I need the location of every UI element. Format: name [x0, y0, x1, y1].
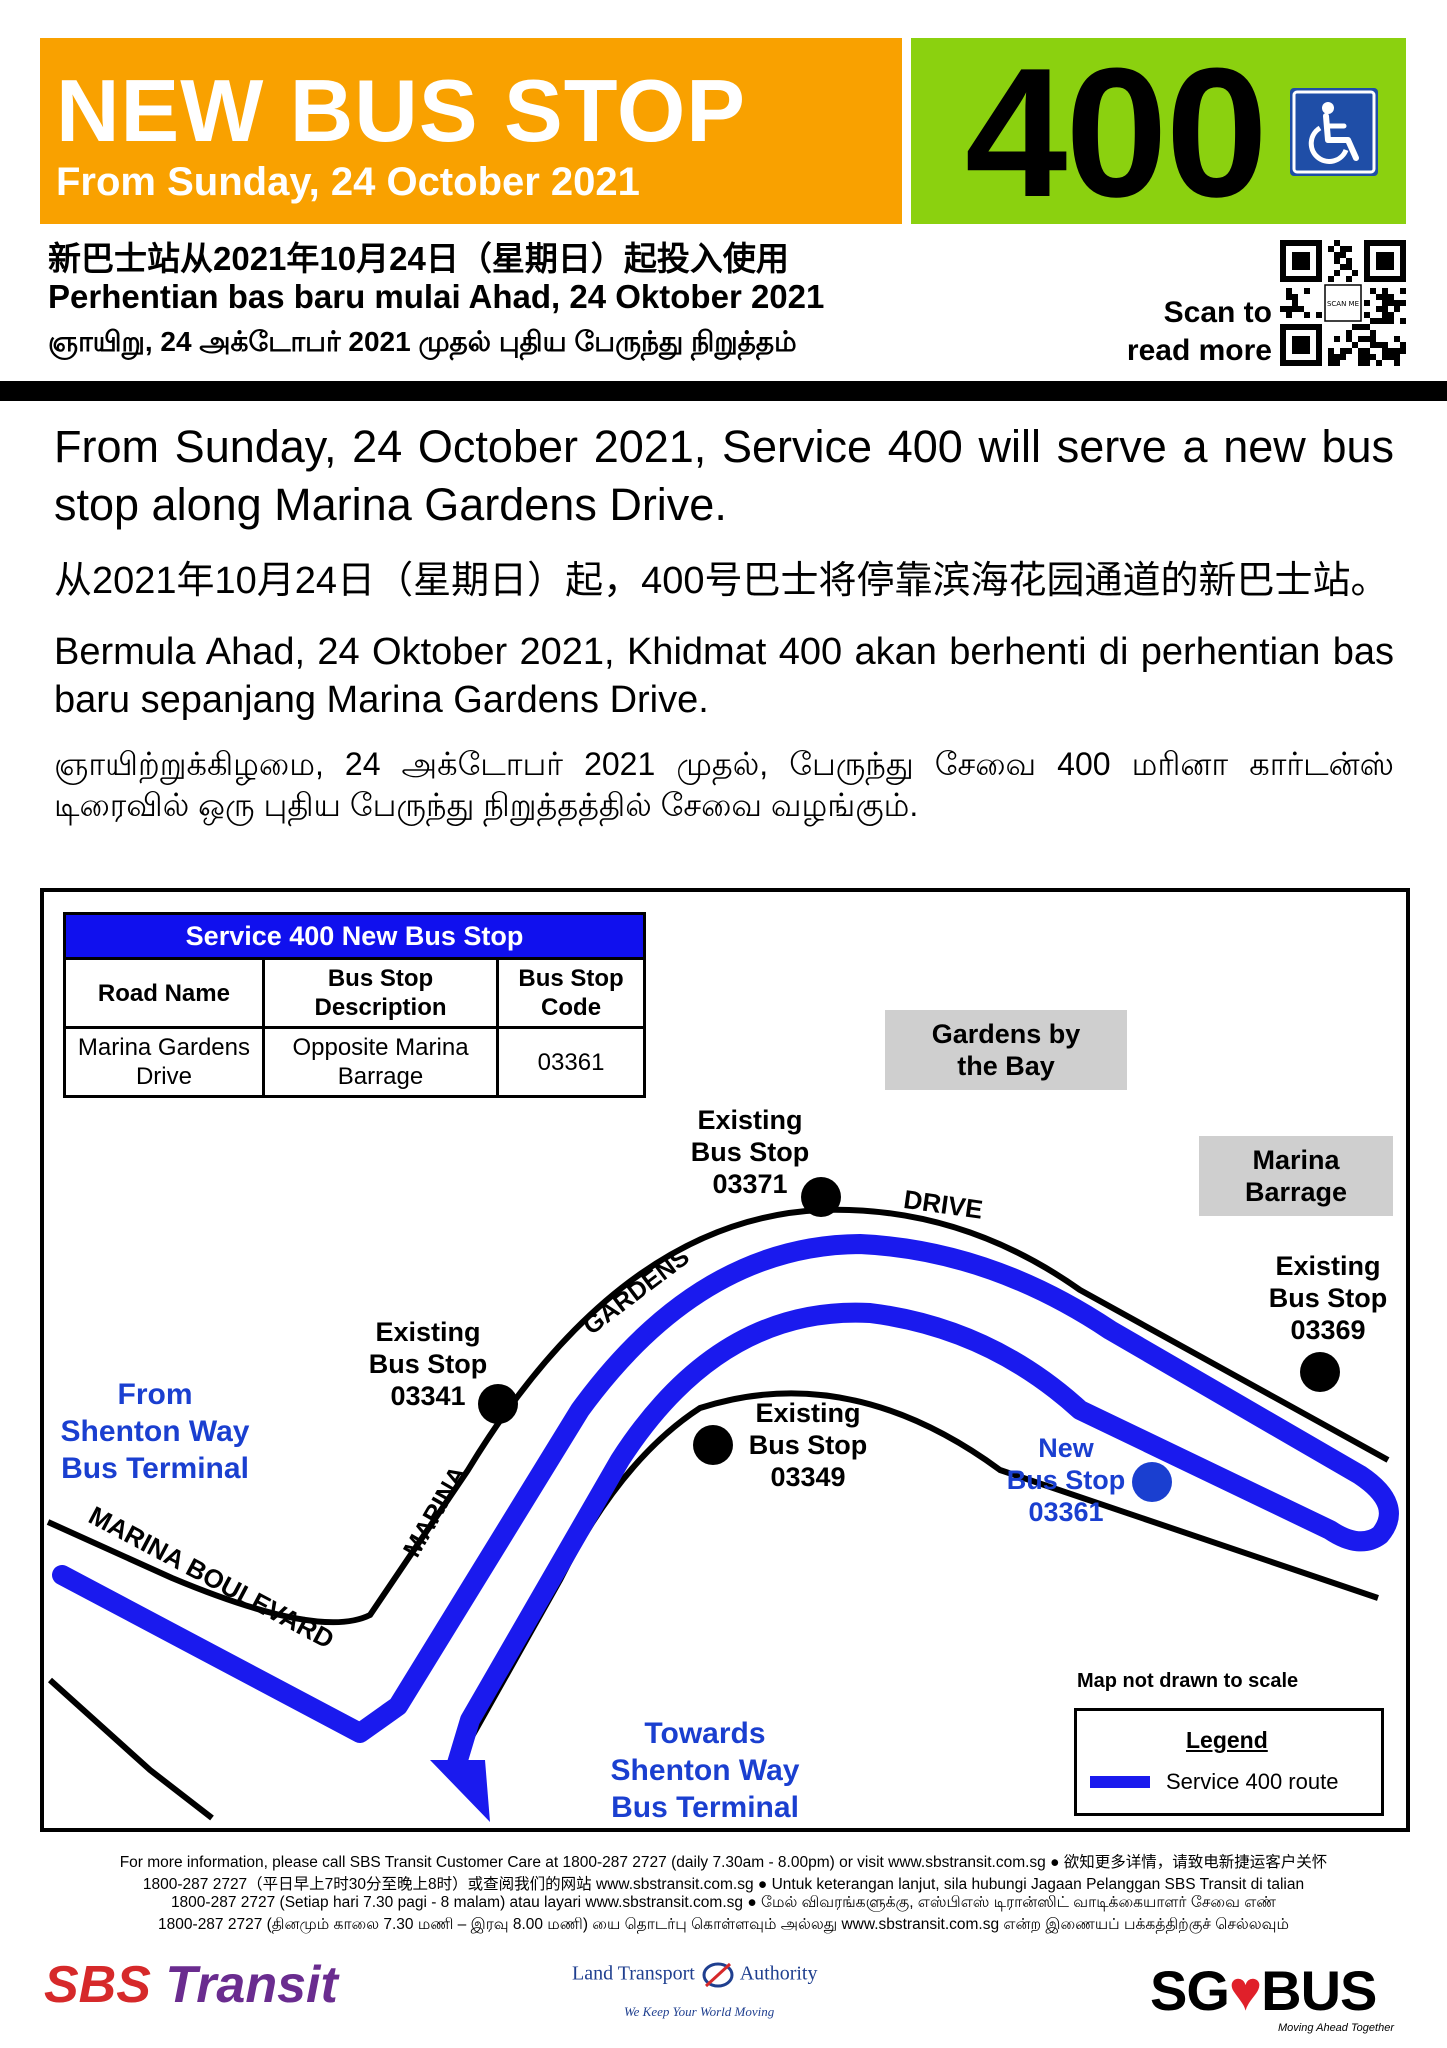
- stop-code: 03341: [390, 1381, 466, 1411]
- table-caption: Service 400 New Bus Stop: [63, 912, 646, 960]
- landmark-label: Gardens by the Bay: [931, 1019, 1081, 1081]
- route-map: [40, 888, 1410, 1832]
- qr-center-label: SCAN ME: [1327, 300, 1359, 308]
- legend-box: [1074, 1708, 1384, 1816]
- bus-stop-marker[interactable]: [693, 1425, 733, 1465]
- from-label-line: Bus Terminal: [61, 1452, 249, 1485]
- legend-item-label: Service 400 route: [1166, 1769, 1339, 1794]
- service-400-route: [52, 1234, 1399, 1780]
- section-divider: [0, 381, 1447, 401]
- heart-icon: ♥: [1228, 1959, 1262, 2022]
- lta-emblem-icon: [702, 1962, 734, 1988]
- bus-stop-label-03341: Existing Bus Stop 03341: [358, 1316, 498, 1412]
- table-header: Bus Stop Code: [496, 957, 646, 1029]
- bus-stop-marker[interactable]: [1300, 1352, 1340, 1392]
- logo-text: BUS: [1261, 1959, 1377, 2022]
- scale-note: Map not drawn to scale: [1077, 1670, 1299, 1692]
- wheelchair-icon: [1290, 88, 1378, 176]
- page-title: NEW BUS STOP: [56, 61, 747, 160]
- legend-title: Legend: [1186, 1727, 1268, 1753]
- from-label-line: Shenton Way: [60, 1415, 250, 1448]
- towards-label-line: Bus Terminal: [611, 1791, 799, 1824]
- notice-english: From Sunday, 24 October 2021, Service 40…: [54, 421, 1394, 530]
- landmark-label: Marina Barrage: [1244, 1145, 1348, 1207]
- notice-tamil: ஞாயிற்றுக்கிழமை, 24 அக்டோபர் 2021 முதல்,…: [54, 746, 1394, 823]
- landmark-marina-barrage: Marina Barrage: [1199, 1136, 1393, 1216]
- new-bus-stop-marker[interactable]: [1132, 1462, 1172, 1502]
- bus-stop-marker[interactable]: [478, 1384, 518, 1424]
- logo-text: SBS: [44, 1956, 166, 2014]
- table-cell: 03361: [496, 1026, 646, 1098]
- effective-date: From Sunday, 24 October 2021: [56, 160, 640, 204]
- table-row: Marina Gardens Drive Opposite Marina Bar…: [63, 1026, 646, 1098]
- logo-text: Authority: [739, 1962, 818, 1985]
- new-bus-stop-label-03361: New Bus Stop 03361: [996, 1432, 1136, 1528]
- bus-stop-label-03371: Existing Bus Stop 03371: [680, 1104, 820, 1200]
- service-number: 400: [965, 29, 1268, 235]
- sbs-transit-logo: SBS Transit: [44, 1955, 338, 2015]
- stop-code: 03361: [1028, 1497, 1104, 1527]
- bus-stop-marker[interactable]: [801, 1177, 841, 1217]
- stop-code: 03371: [712, 1169, 788, 1199]
- heading-malay: Perhentian bas baru mulai Ahad, 24 Oktob…: [48, 278, 825, 315]
- towards-terminal-label: Towards Shenton Way Bus Terminal: [600, 1715, 810, 1826]
- from-terminal-label: From Shenton Way Bus Terminal: [52, 1376, 258, 1487]
- stop-status: Existing: [1275, 1251, 1381, 1281]
- stop-status: Bus Stop: [368, 1349, 488, 1379]
- route-map-roads: [46, 1206, 1399, 1822]
- landmark-gardens-by-the-bay: Gardens by the Bay: [885, 1010, 1127, 1090]
- logo-text: Transit: [165, 1956, 338, 2014]
- stop-status: Bus Stop: [1006, 1465, 1126, 1495]
- stop-status: Bus Stop: [1268, 1283, 1388, 1313]
- footer-line: For more information, please call SBS Tr…: [119, 1854, 1328, 1871]
- lta-logo: Land Transport Authority: [572, 1960, 817, 1990]
- stop-code: 03369: [1290, 1315, 1366, 1345]
- footer-line: 1800-287 2727（平日早上7时30分至晚上8时）或查阅我们的网站 ww…: [142, 1876, 1305, 1893]
- sgbus-tagline: Moving Ahead Together: [1278, 2022, 1394, 2034]
- heading-tamil: ஞாயிறு, 24 அக்டோபர் 2021 முதல் புதிய பேர…: [48, 326, 797, 357]
- notice-chinese: 从2021年10月24日（星期日）起，400号巴士将停靠滨海花园通道的新巴士站。: [54, 560, 1389, 602]
- stop-status: Bus Stop: [690, 1137, 810, 1167]
- logo-text: Land Transport: [572, 1962, 695, 1985]
- table-header: Bus Stop Description: [261, 957, 500, 1029]
- heading-chinese: 新巴士站从2021年10月24日（星期日）起投入使用: [48, 240, 789, 277]
- sgbus-logo: SG♥BUS: [1150, 1958, 1377, 2023]
- legend-route-swatch: [1090, 1776, 1150, 1788]
- header-banner-orange: [40, 38, 902, 224]
- stop-status: New: [1038, 1433, 1094, 1463]
- towards-label-line: Towards: [644, 1717, 766, 1750]
- bus-stop-label-03349: Existing Bus Stop 03349: [738, 1397, 878, 1493]
- road-edge-outer: [46, 1206, 1390, 1626]
- towards-label-line: Shenton Way: [610, 1754, 800, 1787]
- stop-status: Existing: [375, 1317, 481, 1347]
- scan-label-line2: read more: [1126, 334, 1272, 367]
- footer-line: 1800-287 2727 (தினமும் காலை 7.30 மணி – இ…: [158, 1916, 1289, 1933]
- stop-status: Bus Stop: [748, 1430, 868, 1460]
- route-arrow-icon: [430, 1760, 490, 1822]
- bus-stop-label-03369: Existing Bus Stop 03369: [1258, 1250, 1398, 1346]
- stop-status: Existing: [755, 1398, 861, 1428]
- stop-code: 03349: [770, 1462, 846, 1492]
- table-header: Road Name: [63, 957, 265, 1029]
- footer-line: 1800-287 2727 (Setiap hari 7.30 pagi - 8…: [170, 1894, 1277, 1911]
- notice-malay: Bermula Ahad, 24 Oktober 2021, Khidmat 4…: [54, 631, 1394, 721]
- table-cell: Opposite Marina Barrage: [261, 1026, 500, 1098]
- scan-label-line1: Scan to: [1163, 296, 1272, 329]
- logo-text: SG: [1150, 1959, 1230, 2022]
- table-cell: Marina Gardens Drive: [63, 1026, 265, 1098]
- new-stop-table: Service 400 New Bus Stop Road Name Bus S…: [63, 912, 646, 1098]
- stop-status: Existing: [697, 1105, 803, 1135]
- from-label-line: From: [117, 1378, 193, 1411]
- qr-code-icon[interactable]: SCAN ME: [1280, 240, 1406, 366]
- lta-tagline: We Keep Your World Moving: [624, 2004, 775, 2019]
